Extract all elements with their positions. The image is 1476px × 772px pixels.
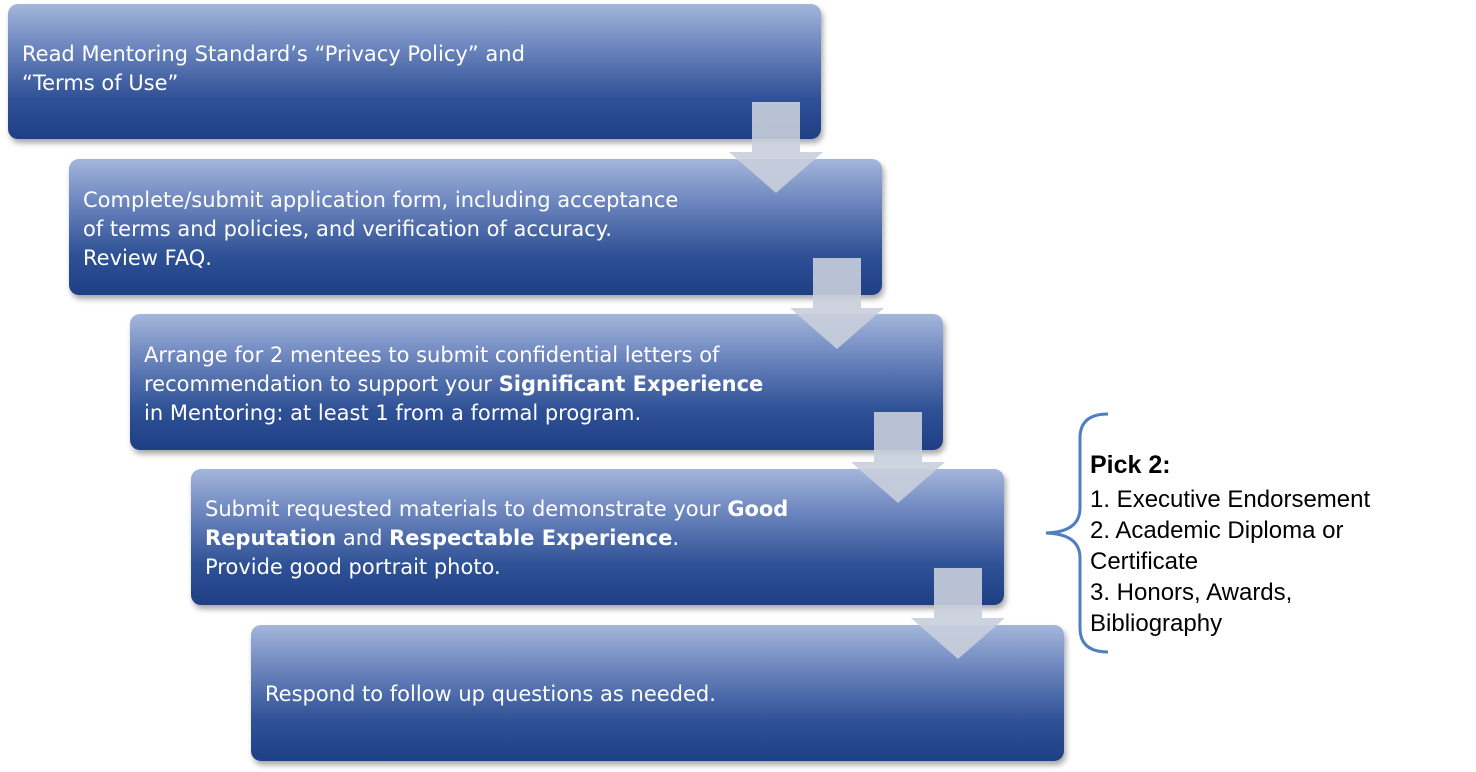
- pick-two-note: Pick 2: 1. Executive Endorsement 2. Acad…: [1090, 450, 1370, 639]
- step-text-run: and: [336, 526, 390, 550]
- down-arrow-shape: [851, 412, 945, 503]
- step-text-line: Complete/submit application form, includ…: [83, 186, 868, 215]
- step-2-box: Complete/submit application form, includ…: [69, 159, 882, 295]
- step-text-run: in Mentoring: at least 1 from a formal p…: [144, 401, 642, 425]
- step-3-box: Arrange for 2 mentees to submit confiden…: [130, 314, 943, 450]
- down-arrow-icon: [851, 412, 945, 503]
- step-text-line: Submit requested materials to demonstrat…: [205, 495, 990, 524]
- option-item: 2. Academic Diploma or: [1090, 517, 1344, 544]
- step-text-line: Respond to follow up questions as needed…: [265, 680, 1050, 709]
- step-text-run: Review FAQ.: [83, 246, 212, 270]
- step-text-emphasis: Significant Experience: [498, 372, 764, 396]
- option-item: Certificate: [1090, 548, 1199, 575]
- step-text-emphasis: Reputation: [205, 526, 337, 550]
- option-item: 1. Executive Endorsement: [1090, 486, 1371, 513]
- step-text-emphasis: Respectable Experience: [389, 526, 673, 550]
- step-text-line: of terms and policies, and verification …: [83, 215, 868, 244]
- option-item: Bibliography: [1090, 610, 1223, 637]
- down-arrow-shape: [911, 568, 1005, 659]
- step-4-box: Submit requested materials to demonstrat…: [191, 469, 1004, 605]
- down-arrow-shape: [790, 258, 884, 349]
- step-1-box: Read Mentoring Standard’s “Privacy Polic…: [8, 4, 821, 139]
- step-text-run: “Terms of Use”: [22, 71, 179, 95]
- step-text-line: Reputation and Respectable Experience.: [205, 524, 990, 553]
- step-text-run: Read Mentoring Standard’s “Privacy Polic…: [22, 42, 525, 66]
- step-text-line: Provide good portrait photo.: [205, 553, 990, 582]
- down-arrow-shape: [729, 102, 823, 193]
- step-text-line: in Mentoring: at least 1 from a formal p…: [144, 399, 929, 428]
- step-text-line: Read Mentoring Standard’s “Privacy Polic…: [22, 40, 807, 69]
- pick-two-heading: Pick 2:: [1090, 451, 1171, 479]
- step-text-run: Complete/submit application form, includ…: [83, 188, 679, 212]
- down-arrow-icon: [790, 258, 884, 349]
- curly-brace-icon: [1045, 412, 1109, 654]
- step-text-line: “Terms of Use”: [22, 69, 807, 98]
- step-text-run: of terms and policies, and verification …: [83, 217, 612, 241]
- step-text-run: Arrange for 2 mentees to submit confiden…: [144, 343, 720, 367]
- step-text-run: .: [672, 526, 680, 550]
- step-text-run: Provide good portrait photo.: [205, 555, 501, 579]
- step-text-run: recommendation to support your: [144, 372, 499, 396]
- step-5-box: Respond to follow up questions as needed…: [251, 625, 1064, 761]
- step-text-run: Submit requested materials to demonstrat…: [205, 497, 728, 521]
- step-text-line: Review FAQ.: [83, 244, 868, 273]
- step-text-line: recommendation to support your Significa…: [144, 370, 929, 399]
- step-text-line: Arrange for 2 mentees to submit confiden…: [144, 341, 929, 370]
- down-arrow-icon: [911, 568, 1005, 659]
- option-item: 3. Honors, Awards,: [1090, 579, 1293, 606]
- step-text-emphasis: Good: [727, 497, 789, 521]
- step-text-run: Respond to follow up questions as needed…: [265, 682, 716, 706]
- down-arrow-icon: [729, 102, 823, 193]
